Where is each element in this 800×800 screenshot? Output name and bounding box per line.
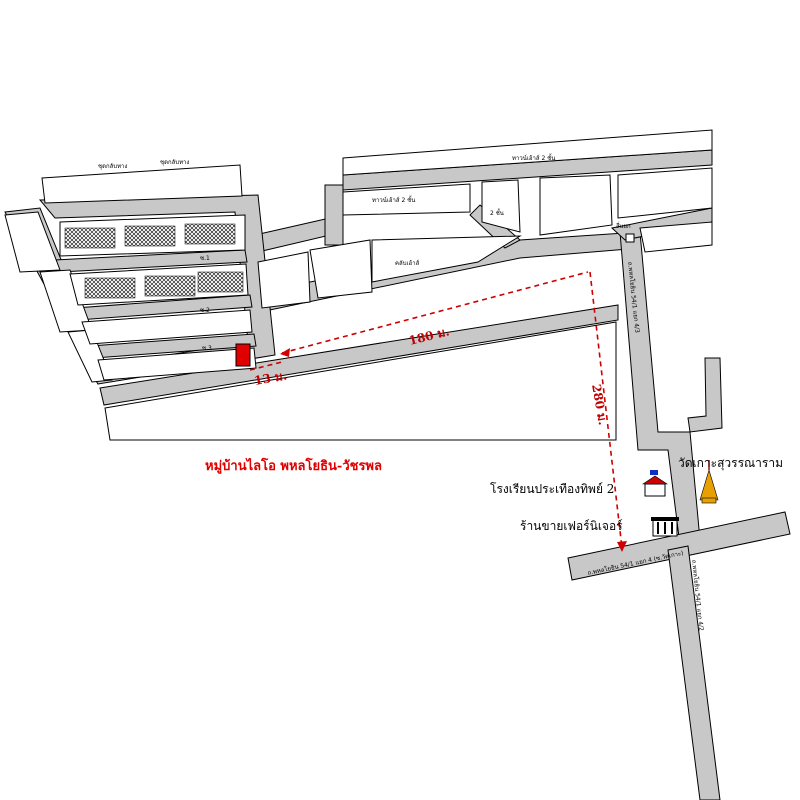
row-1-label: ซ.1: [200, 255, 210, 262]
building-block-club: [371, 235, 522, 283]
row-3-label: ซ.3: [202, 345, 212, 352]
village-top-row: [41, 164, 243, 204]
dash-horizontal: [281, 271, 589, 354]
road-vert-1: [324, 184, 344, 246]
road-branch-right: [687, 357, 723, 433]
temple-label: วัดเกาะสุวรรณาราม: [678, 456, 783, 471]
building-block-d: [617, 167, 713, 219]
building-lower-area: [104, 321, 617, 441]
distance-lines: [249, 271, 627, 552]
building-top-row: [342, 129, 713, 176]
project-marker[interactable]: [235, 343, 251, 367]
building-block-c: [539, 174, 613, 236]
road-lower-long: [99, 304, 619, 406]
village-row-c: [81, 309, 253, 345]
building-block-f: [309, 239, 373, 299]
dash-vertical: [589, 271, 623, 549]
road-lower-vertical: [667, 545, 721, 800]
block-a-label: ทาวน์เฮ้าส์ 2 ชั้น: [372, 194, 415, 204]
building-block-g: [257, 251, 311, 309]
row-2-label: ซ.2: [200, 307, 210, 314]
building-block-e: [639, 221, 713, 253]
club-label: คลับเฮ้าส์: [395, 259, 420, 267]
road-bottom: [567, 511, 791, 581]
village-row-d: [97, 347, 257, 381]
building-block-a: [342, 183, 471, 216]
distance-short: 13 ม.: [253, 368, 288, 388]
school-icon: [642, 470, 668, 497]
garden-label-2: ชุดกลับทาง: [160, 159, 189, 166]
building-block-b: [481, 179, 521, 233]
garden-label-1: ชุดกลับทาง: [98, 163, 127, 170]
top-row-label: ทาวน์เฮ้าส์ 2 ชั้น: [512, 152, 555, 162]
temple-icon: [699, 460, 719, 504]
two-storey-label: 2 ชั้น: [490, 207, 504, 217]
school-label: โรงเรียนประเทืองทิพย์ 2: [490, 482, 614, 496]
junction-marker: [625, 233, 635, 243]
building-left-1: [4, 211, 61, 273]
village-hatch: [64, 223, 244, 299]
junction-label: สี่แยก: [616, 222, 631, 230]
buildings: [4, 129, 713, 441]
village-title: หมู่บ้านไลโอ พหลโยธิน-วัชรพล: [205, 457, 382, 474]
store-icon: [651, 517, 679, 537]
store-label: ร้านขายเฟอร์นิเจอร์: [520, 519, 623, 533]
dash-short: [249, 361, 283, 371]
